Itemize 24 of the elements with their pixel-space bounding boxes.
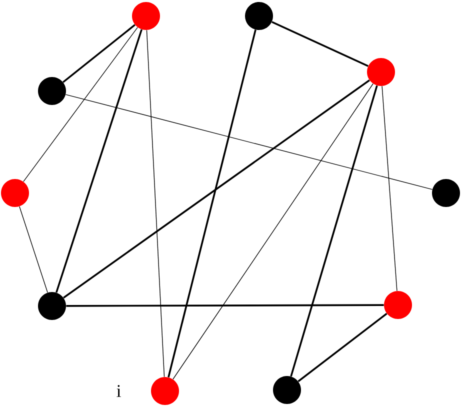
connector-line (63, 80, 370, 298)
dot (384, 291, 412, 319)
connector-line (382, 86, 398, 292)
connector-line (290, 85, 378, 377)
connector-line (23, 27, 138, 182)
dot (132, 2, 160, 30)
connector-line (19, 206, 48, 293)
dot (273, 376, 301, 404)
connector-line (272, 21, 368, 67)
dot (367, 58, 395, 86)
dot (432, 179, 460, 207)
dot (38, 77, 66, 105)
connector-line (172, 83, 374, 380)
connector-line (65, 94, 433, 190)
connector-line (298, 312, 388, 382)
connector-line (62, 24, 136, 83)
connector-line (66, 304, 384, 307)
dot (245, 2, 273, 30)
connector-line (168, 30, 256, 378)
dot (1, 179, 29, 207)
connector-line (56, 29, 142, 293)
dot (38, 292, 66, 320)
connector-line (146, 30, 165, 378)
node-label: i (116, 385, 121, 397)
